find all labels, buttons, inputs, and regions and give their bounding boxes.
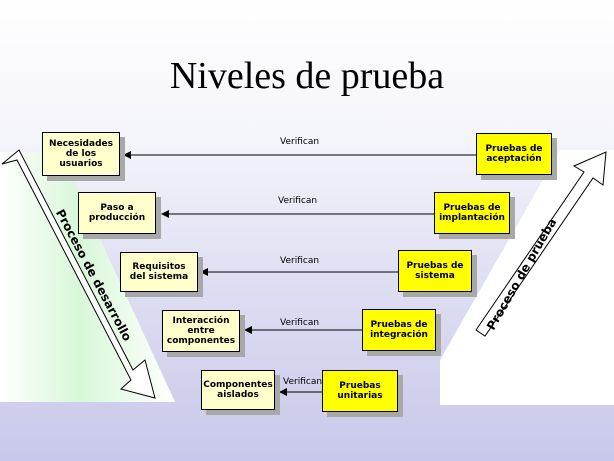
left-box-requisitos: Requisitos del sistema [120,252,198,292]
right-band-background [440,150,614,405]
left-process-arrow [1,149,156,399]
left-band-background [0,152,175,402]
edge-label-5: Verifican [283,377,323,387]
page-title: Niveles de prueba [169,55,445,97]
edge-label-4: Verifican [280,318,320,328]
edge-label-1: Verifican [280,137,320,147]
right-box-implantacion: Pruebas de implantación [434,192,510,234]
left-box-necesidades: Necesidades de los usuarios [42,132,120,176]
right-box-aceptacion: Pruebas de aceptación [476,133,552,175]
right-process-arrow [475,151,607,337]
left-box-interaccion: Interacción entre componentes [162,310,240,352]
edge-label-3: Verifican [280,256,320,266]
edge-label-2: Verifican [278,196,318,206]
left-box-paso-produccion: Paso a producción [78,192,156,234]
right-box-unitarias: Pruebas unitarias [322,370,398,412]
left-box-componentes: Componentes aislados [201,370,275,410]
right-box-sistema: Pruebas de sistema [398,250,472,292]
right-box-integracion: Pruebas de integración [362,309,436,351]
